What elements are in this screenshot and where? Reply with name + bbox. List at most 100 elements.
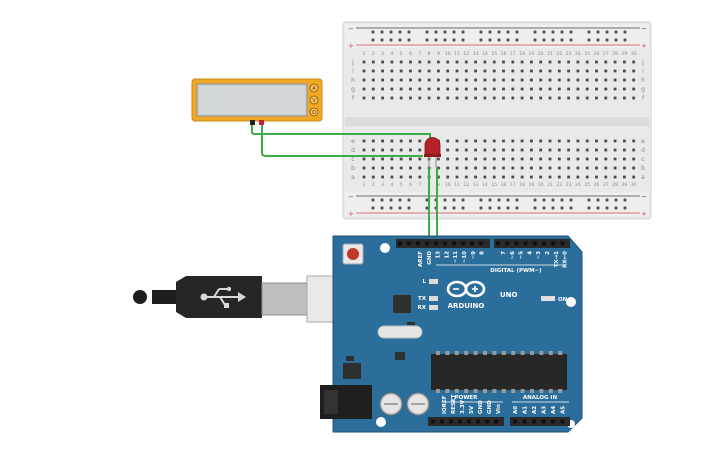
breadboard-hole[interactable] [595, 157, 598, 161]
breadboard-hole[interactable] [381, 69, 384, 73]
breadboard-hole[interactable] [567, 87, 570, 91]
breadboard-rail-hole[interactable] [614, 206, 618, 210]
breadboard-hole[interactable] [548, 69, 552, 73]
bottom-header-holes[interactable] [431, 419, 565, 424]
breadboard-rail-hole[interactable] [533, 38, 537, 42]
breadboard-rail-hole[interactable] [479, 30, 483, 34]
breadboard-hole[interactable] [455, 139, 459, 143]
breadboard-hole[interactable] [567, 157, 570, 161]
breadboard-hole[interactable] [446, 69, 450, 73]
breadboard-hole[interactable] [511, 166, 515, 170]
breadboard-hole[interactable] [511, 157, 515, 161]
digital-pin-hole[interactable] [514, 241, 519, 246]
breadboard-hole[interactable] [399, 69, 403, 73]
breadboard-hole[interactable] [539, 148, 543, 152]
breadboard-rail-hole[interactable] [398, 198, 402, 202]
breadboard-rail-hole[interactable] [389, 198, 393, 202]
breadboard-hole[interactable] [567, 166, 570, 170]
breadboard-hole[interactable] [539, 166, 543, 170]
breadboard-hole[interactable] [483, 96, 487, 100]
breadboard-hole[interactable] [576, 148, 580, 152]
power-pin-hole[interactable] [431, 419, 435, 424]
breadboard-hole[interactable] [464, 157, 468, 161]
breadboard-rail-hole[interactable] [425, 198, 429, 202]
breadboard-hole[interactable] [418, 96, 422, 100]
breadboard-hole[interactable] [409, 78, 412, 82]
breadboard-hole[interactable] [409, 139, 412, 143]
breadboard-hole[interactable] [613, 148, 617, 152]
breadboard-rail-hole[interactable] [587, 38, 591, 42]
breadboard-rail-hole[interactable] [398, 30, 402, 34]
breadboard-hole[interactable] [474, 157, 477, 161]
breadboard-rail-hole[interactable] [443, 206, 447, 210]
breadboard-hole[interactable] [613, 96, 617, 100]
breadboard-hole[interactable] [446, 166, 450, 170]
breadboard-hole[interactable] [492, 87, 496, 91]
breadboard-hole[interactable] [613, 157, 617, 161]
breadboard-hole[interactable] [548, 166, 552, 170]
breadboard-hole[interactable] [399, 175, 403, 179]
breadboard-rail-hole[interactable] [605, 198, 609, 202]
breadboard-hole[interactable] [399, 87, 403, 91]
analog-pin-hole[interactable] [560, 419, 565, 424]
breadboard-hole[interactable] [371, 139, 375, 143]
breadboard-hole[interactable] [474, 166, 477, 170]
breadboard-rail-hole[interactable] [506, 206, 510, 210]
breadboard-hole[interactable] [502, 157, 505, 161]
digital-pin-hole[interactable] [434, 241, 438, 246]
breadboard-hole[interactable] [437, 78, 440, 82]
breadboard-hole[interactable] [446, 87, 450, 91]
breadboard-hole[interactable] [502, 78, 505, 82]
breadboard-hole[interactable] [623, 69, 626, 73]
breadboard-hole[interactable] [576, 78, 580, 82]
breadboard-hole[interactable] [585, 139, 589, 143]
breadboard-rail-hole[interactable] [623, 206, 627, 210]
breadboard-hole[interactable] [371, 87, 375, 91]
breadboard-hole[interactable] [390, 69, 394, 73]
breadboard-rail-hole[interactable] [587, 30, 591, 34]
breadboard-rail-hole[interactable] [407, 206, 411, 210]
digital-pin-hole[interactable] [479, 241, 483, 246]
breadboard-hole[interactable] [399, 139, 403, 143]
breadboard-hole[interactable] [464, 148, 468, 152]
breadboard-hole[interactable] [483, 157, 487, 161]
breadboard-hole[interactable] [604, 96, 608, 100]
breadboard-hole[interactable] [455, 69, 459, 73]
breadboard-rail-hole[interactable] [551, 30, 555, 34]
breadboard-hole[interactable] [362, 139, 366, 143]
wires[interactable] [251, 125, 438, 245]
breadboard-hole[interactable] [585, 60, 589, 64]
breadboard-hole[interactable] [418, 148, 422, 152]
breadboard-hole[interactable] [399, 157, 403, 161]
breadboard-rail-hole[interactable] [533, 30, 537, 34]
breadboard-hole[interactable] [362, 96, 366, 100]
breadboard-hole[interactable] [437, 96, 440, 100]
breadboard-hole[interactable] [409, 175, 412, 179]
digital-pin-hole[interactable] [398, 241, 402, 246]
breadboard-rail-hole[interactable] [560, 38, 564, 42]
breadboard-hole[interactable] [399, 96, 403, 100]
breadboard-hole[interactable] [604, 78, 608, 82]
breadboard-hole[interactable] [595, 148, 598, 152]
breadboard-hole[interactable] [623, 87, 626, 91]
breadboard-rail-hole[interactable] [407, 30, 411, 34]
digital-pin-hole[interactable] [407, 241, 411, 246]
analog-pin-hole[interactable] [541, 419, 546, 424]
breadboard-hole[interactable] [548, 175, 552, 179]
breadboard-rail-hole[interactable] [542, 198, 546, 202]
breadboard-hole[interactable] [576, 69, 580, 73]
breadboard-rail-hole[interactable] [587, 206, 591, 210]
breadboard-rail-hole[interactable] [551, 206, 555, 210]
breadboard-rail-hole[interactable] [614, 198, 618, 202]
usb-cable[interactable] [133, 275, 370, 323]
breadboard-rail-hole[interactable] [389, 206, 393, 210]
breadboard-hole[interactable] [455, 157, 459, 161]
breadboard-hole[interactable] [455, 60, 459, 64]
breadboard-rail-hole[interactable] [461, 198, 465, 202]
breadboard-rail-hole[interactable] [452, 198, 456, 202]
breadboard-hole[interactable] [371, 60, 375, 64]
digital-pin-hole[interactable] [452, 241, 456, 246]
breadboard-hole[interactable] [474, 60, 477, 64]
mode-amps-button[interactable] [309, 83, 319, 93]
breadboard-hole[interactable] [399, 148, 403, 152]
